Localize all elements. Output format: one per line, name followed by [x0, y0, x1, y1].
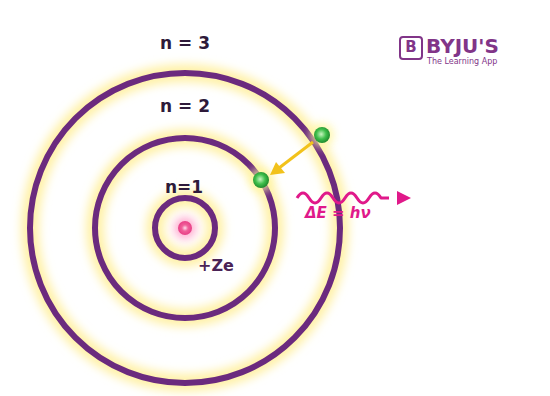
- orbit-label: n = 3: [160, 34, 210, 53]
- electron: [314, 127, 330, 143]
- logo-tagline: The Learning App: [427, 58, 497, 67]
- energy-formula: ΔE = hν: [305, 205, 371, 222]
- orbit-glow: [30, 73, 340, 383]
- nucleus-charge: +Ze: [198, 257, 234, 275]
- orbit-n2: [95, 138, 275, 318]
- electron-glow: [249, 168, 273, 192]
- transition-arrow: [279, 142, 313, 168]
- transition-arrowhead: [270, 162, 285, 175]
- logo-box: [400, 37, 422, 59]
- photon-arrowhead: [397, 191, 411, 205]
- orbit-label: n=1: [165, 178, 203, 197]
- nucleus: [178, 221, 192, 235]
- orbit-n3: [30, 73, 340, 383]
- logo-text: BYJU'S: [426, 35, 499, 57]
- photon-wave: [297, 193, 389, 203]
- electron: [253, 172, 269, 188]
- orbit-label: n = 2: [160, 97, 210, 116]
- logo-mark: B: [405, 39, 416, 56]
- orbit-n1: [155, 198, 215, 258]
- nucleus-glow: [174, 217, 196, 239]
- orbits: [30, 73, 340, 383]
